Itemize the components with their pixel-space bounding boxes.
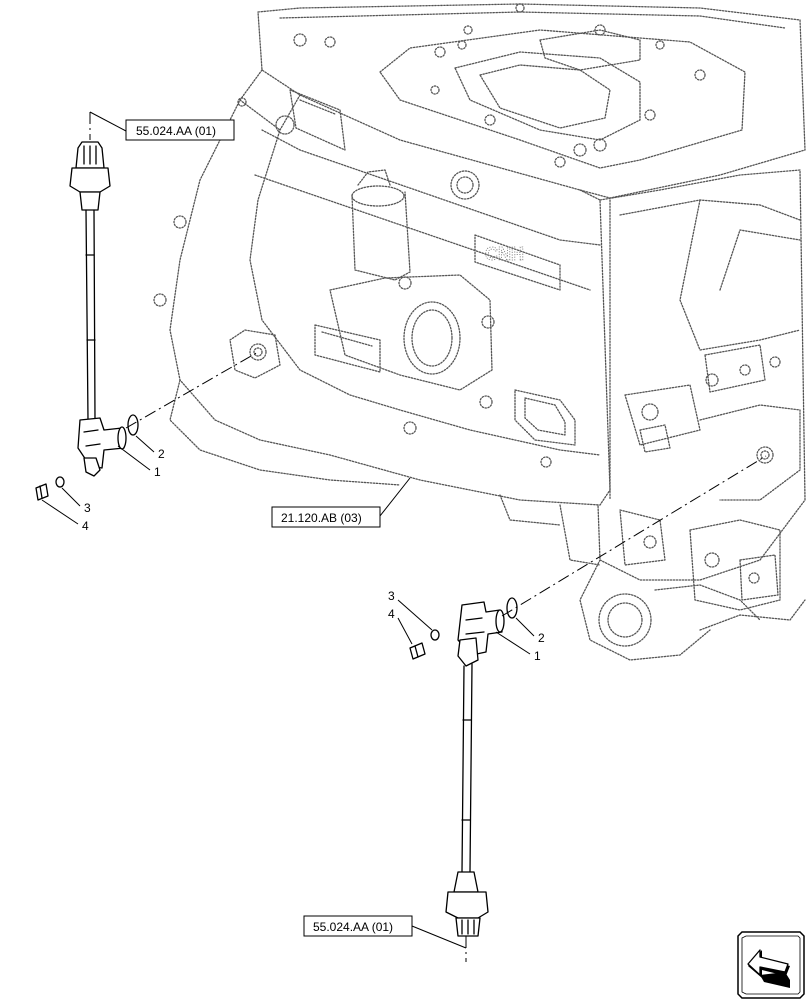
callout-housing[interactable]: 21.120.AB (03) bbox=[271, 506, 381, 528]
callout-top[interactable]: 55.024.AA (01) bbox=[125, 119, 235, 141]
callout-top-label: 55.024.AA (01) bbox=[136, 124, 216, 138]
part-number-1-lower: 1 bbox=[534, 649, 541, 663]
part-numbers-upper: 2 1 3 4 bbox=[82, 447, 165, 533]
part-number-4-upper: 4 bbox=[82, 519, 89, 533]
arrow-navigation-icon[interactable] bbox=[737, 931, 805, 999]
callout-bottom[interactable]: 55.024.AA (01) bbox=[303, 915, 413, 937]
part-numbers-lower: 2 1 3 4 bbox=[388, 589, 545, 663]
transmission-housing: CNH bbox=[153, 3, 806, 661]
part-number-1-upper: 1 bbox=[154, 465, 161, 479]
svg-text:CNH: CNH bbox=[485, 244, 524, 264]
upper-sensor-assembly bbox=[35, 141, 139, 501]
part-number-2-lower: 2 bbox=[538, 631, 545, 645]
callout-bottom-label: 55.024.AA (01) bbox=[313, 920, 393, 934]
callout-housing-box bbox=[271, 506, 381, 528]
callout-bottom-box bbox=[303, 915, 413, 937]
callout-housing-label: 21.120.AB (03) bbox=[281, 511, 362, 525]
leader-lines bbox=[41, 111, 535, 949]
callout-top-box bbox=[125, 119, 235, 141]
part-number-3-upper: 3 bbox=[84, 501, 91, 515]
lower-sensor-assembly bbox=[409, 597, 518, 937]
center-lines bbox=[89, 112, 767, 962]
part-number-3-lower: 3 bbox=[388, 589, 395, 603]
part-number-4-lower: 4 bbox=[388, 607, 395, 621]
part-number-2-upper: 2 bbox=[158, 447, 165, 461]
